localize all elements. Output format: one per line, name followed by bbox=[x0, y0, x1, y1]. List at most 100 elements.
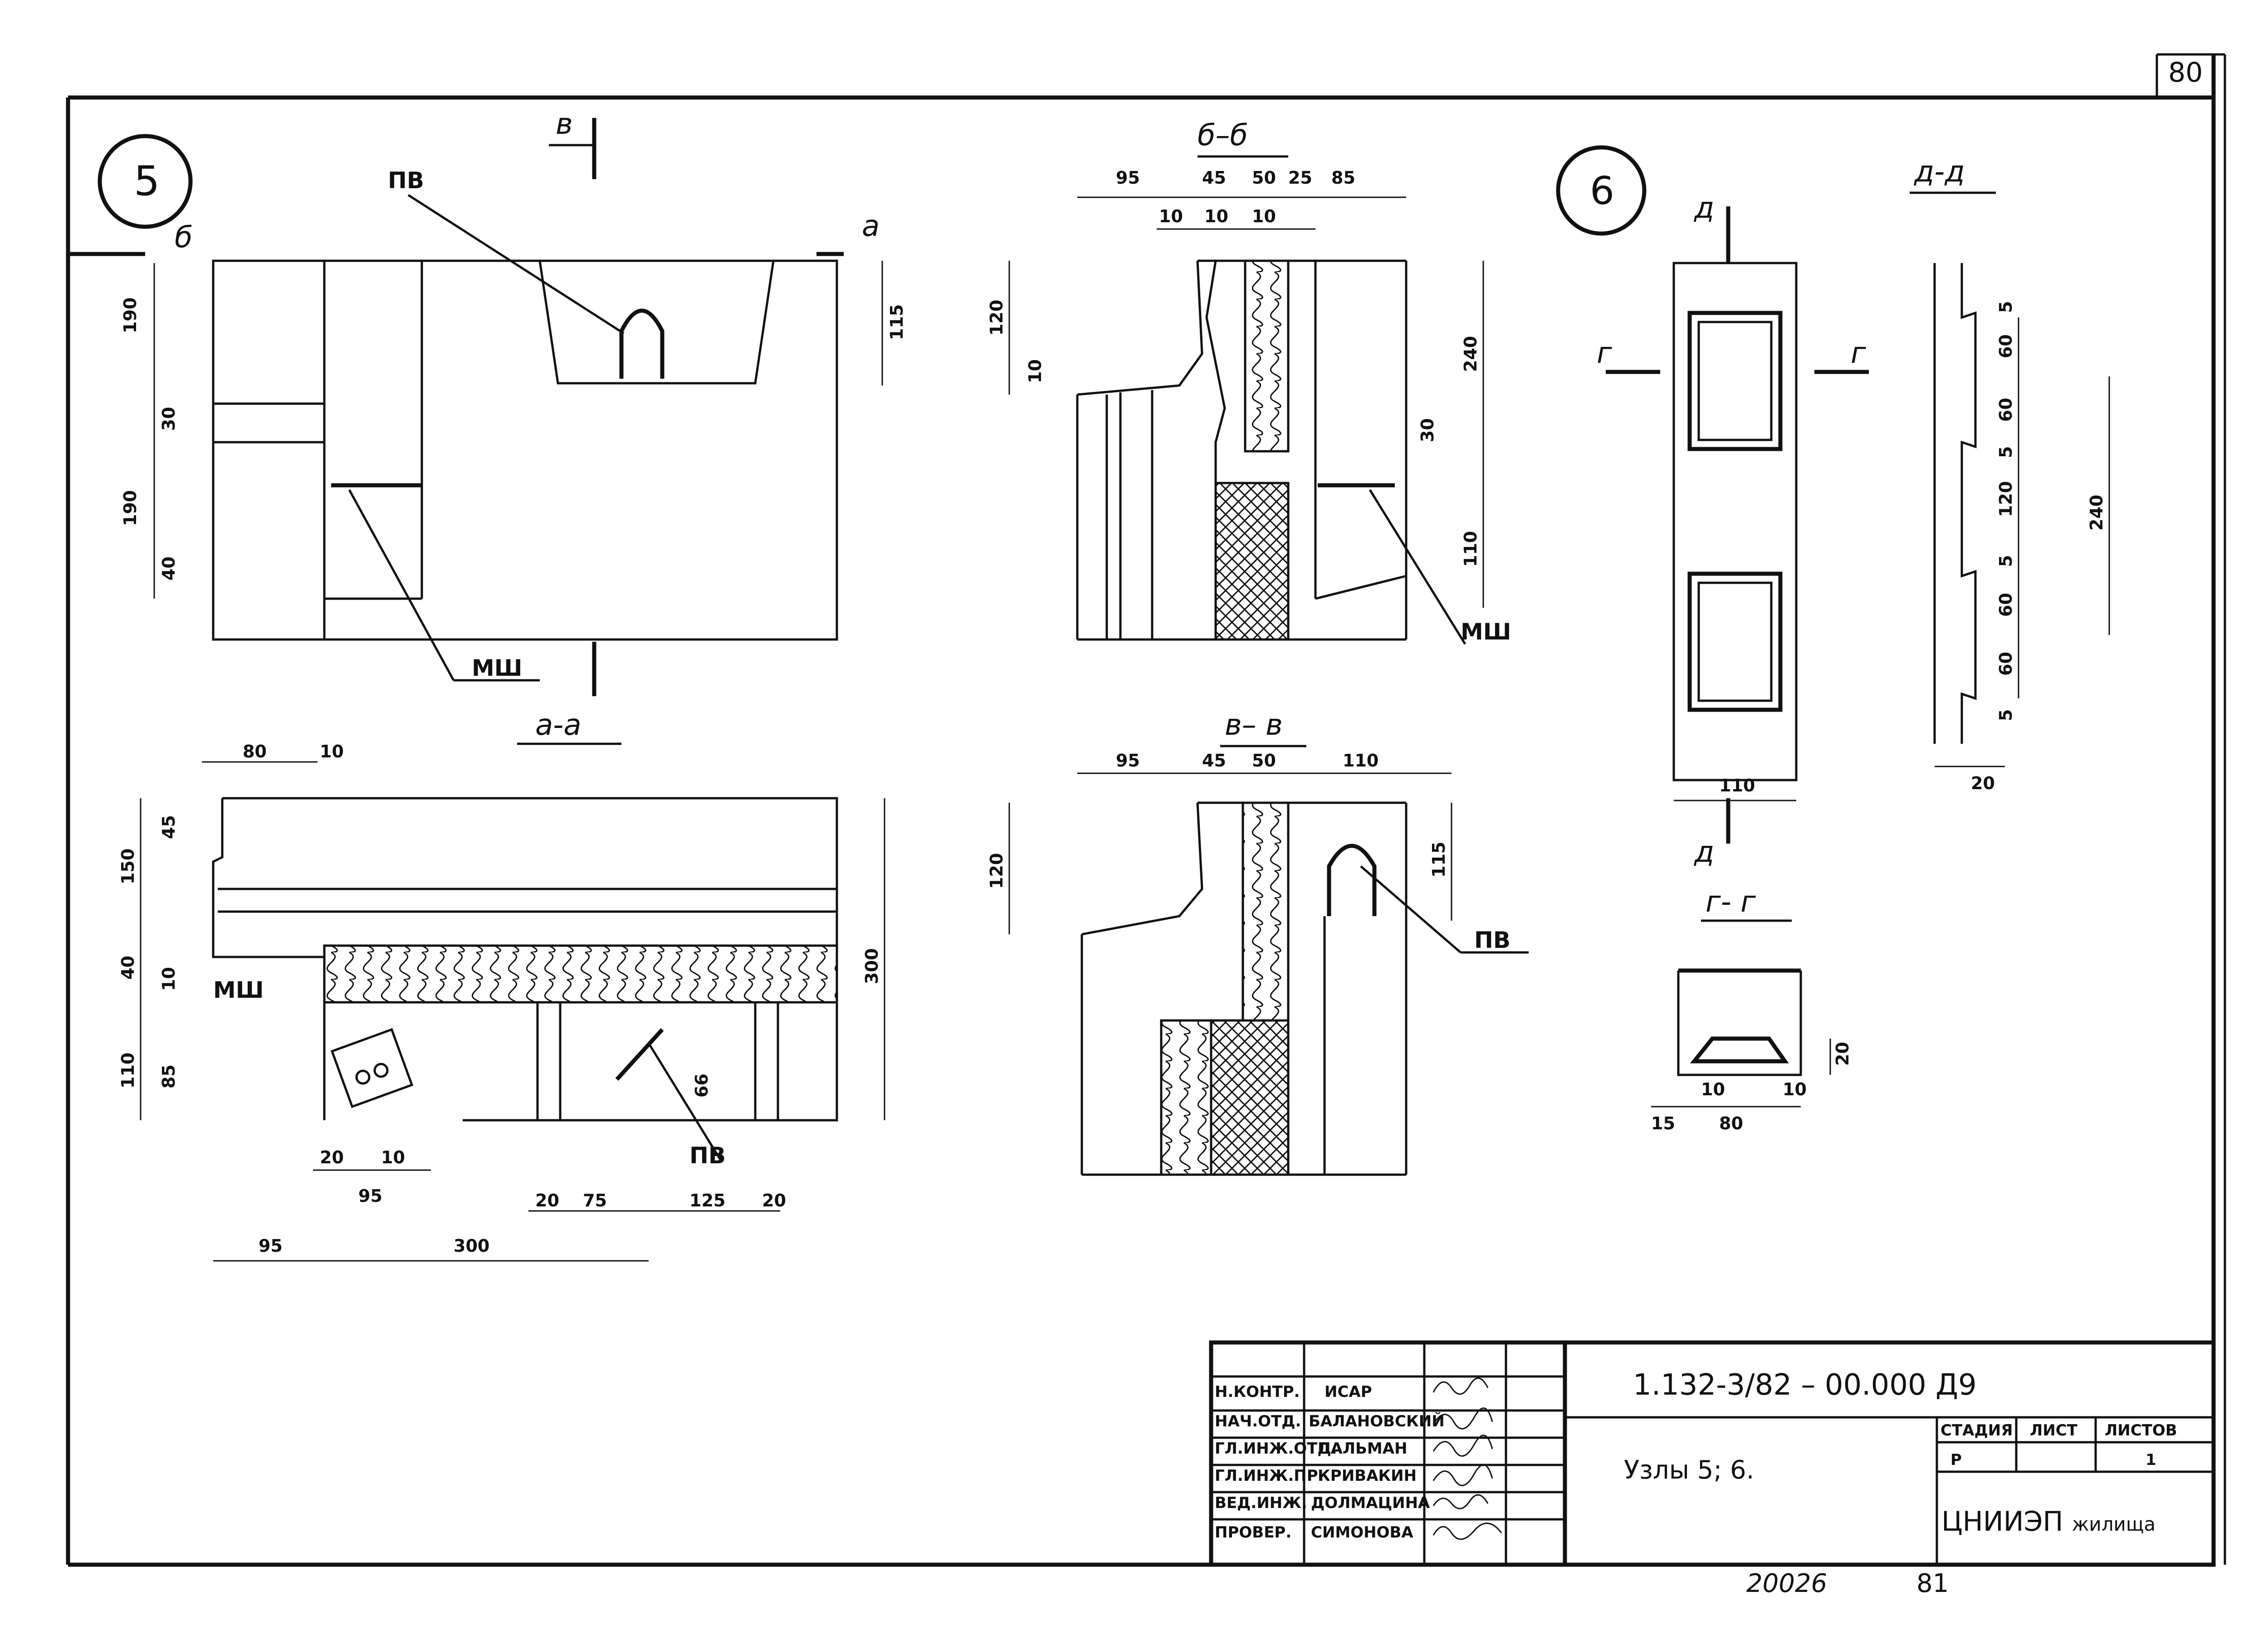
sheet-header: ЛИСТ bbox=[2030, 1421, 2078, 1440]
role-4: ГЛ.ИНЖ.ПР. bbox=[1215, 1467, 1324, 1485]
stage-header: СТАДИЯ bbox=[1941, 1421, 2013, 1440]
dim-b-120: 120 bbox=[987, 300, 1007, 336]
dim-b-10-3: 10 bbox=[1252, 206, 1276, 226]
section-d-d: д-д 5 60 60 5 120 5 60 60 5 240 20 bbox=[1910, 155, 2110, 793]
dim-n6-110: 110 bbox=[1719, 776, 1755, 796]
section-d-title: д-д bbox=[1914, 155, 1965, 189]
dim-b-85: 85 bbox=[1331, 168, 1355, 188]
dim-v-95: 95 bbox=[1116, 751, 1140, 771]
doc-code: 1.132-3/82 – 00.000 Д9 bbox=[1633, 1368, 1977, 1402]
dim-d-60-3: 60 bbox=[1996, 593, 2016, 617]
role-1: Н.КОНТР. bbox=[1215, 1383, 1300, 1401]
role-5: ВЕД.ИНЖ. bbox=[1215, 1494, 1307, 1512]
sheet-frame: 80 bbox=[66, 53, 2226, 1567]
dim-a-20-3: 20 bbox=[762, 1191, 786, 1210]
dim-a-95-1: 95 bbox=[358, 1186, 382, 1206]
dim-b-95: 95 bbox=[1116, 168, 1140, 188]
organization-name: ЦНИИЭП bbox=[1941, 1506, 2063, 1537]
dim-b-10-left: 10 bbox=[1025, 359, 1045, 383]
msh-label: МШ bbox=[472, 655, 523, 681]
dim-b-30: 30 bbox=[1418, 418, 1437, 442]
dim-a-10-2: 10 bbox=[381, 1147, 405, 1167]
cut-mark-a: а bbox=[862, 210, 880, 243]
section-a-msh-label: МШ bbox=[213, 977, 264, 1003]
name-6: СИМОНОВА bbox=[1311, 1523, 1413, 1542]
node-6-number: 6 bbox=[1590, 169, 1614, 214]
dim-a-80: 80 bbox=[243, 742, 267, 761]
dim-a-150: 150 bbox=[118, 849, 138, 884]
sheet-number: 80 bbox=[2168, 57, 2203, 88]
role-3: ГЛ.ИНЖ.ОТД. bbox=[1215, 1440, 1337, 1458]
organization: ЦНИИЭП жилища bbox=[1941, 1506, 2156, 1537]
section-a-pv-label: ПВ bbox=[689, 1142, 726, 1169]
cut-mark-g-right: г bbox=[1851, 337, 1866, 370]
node-6-elevation: 6 д д г г 110 bbox=[1556, 145, 1869, 869]
dim-g-15: 15 bbox=[1651, 1113, 1675, 1133]
dim-d-60-2: 60 bbox=[1996, 398, 2016, 422]
dim-a-300-bottom: 300 bbox=[454, 1236, 489, 1256]
dim-b-50: 50 bbox=[1252, 168, 1276, 188]
dim-a-95-2: 95 bbox=[259, 1236, 283, 1256]
pv-label: ПВ bbox=[388, 167, 424, 194]
title-block: Н.КОНТР. ИСАР НАЧ.ОТД. БАЛАНОВСКИЙ ГЛ.ИН… bbox=[1209, 1340, 2216, 1567]
dim-b-10-1: 10 bbox=[1159, 206, 1183, 226]
name-4: КРИВАКИН bbox=[1318, 1467, 1417, 1485]
footer-page: 81 bbox=[1916, 1569, 1949, 1598]
dim-b-10-2: 10 bbox=[1204, 206, 1228, 226]
dim-d-5-4: 5 bbox=[1996, 709, 2016, 721]
section-g-title: г- г bbox=[1706, 885, 1756, 919]
signature-table: Н.КОНТР. ИСАР НАЧ.ОТД. БАЛАНОВСКИЙ ГЛ.ИН… bbox=[1215, 1377, 1502, 1542]
dim-a-40: 40 bbox=[118, 956, 138, 980]
dim-b-110: 110 bbox=[1461, 531, 1481, 567]
dim-b-240: 240 bbox=[1461, 336, 1481, 372]
name-3: ПАЛЬМАН bbox=[1318, 1440, 1408, 1458]
section-g-g: г- г 20 10 10 15 80 bbox=[1651, 885, 1853, 1133]
dim-v-50: 50 bbox=[1252, 751, 1276, 771]
dim-d-20: 20 bbox=[1971, 773, 1995, 793]
dim-v-120: 120 bbox=[987, 853, 1007, 889]
sheets-value: 1 bbox=[2146, 1451, 2156, 1469]
section-b-title: б–б bbox=[1198, 119, 1248, 152]
cut-mark-d-bottom: д bbox=[1694, 835, 1714, 869]
dim-a-66: 66 bbox=[692, 1074, 712, 1098]
cut-mark-g-left: г bbox=[1597, 337, 1612, 370]
dim-b-45: 45 bbox=[1202, 168, 1226, 188]
node-5-number: 5 bbox=[134, 157, 160, 205]
dim-190-bottom: 190 bbox=[120, 490, 140, 526]
role-6: ПРОВЕР. bbox=[1215, 1523, 1291, 1542]
dim-a-45: 45 bbox=[159, 815, 179, 839]
dim-30: 30 bbox=[159, 407, 179, 431]
dim-d-120: 120 bbox=[1996, 481, 2016, 517]
section-b-b: б–б МШ 95 45 50 25 85 10 10 10 120 10 24… bbox=[987, 119, 1511, 645]
node-5-elevation: 5 ПВ МШ а б в 190 30 190 40 115 bbox=[68, 107, 907, 696]
section-a-a: а-а МШ ПВ 80 10 45 150 10 40 85 110 300 … bbox=[118, 708, 885, 1262]
name-5: ДОЛМАЦИНА bbox=[1311, 1494, 1430, 1512]
section-a-title: а-а bbox=[535, 708, 582, 742]
name-1: ИСАР bbox=[1325, 1383, 1372, 1401]
dim-g-20: 20 bbox=[1833, 1042, 1853, 1066]
dim-a-75: 75 bbox=[583, 1191, 607, 1210]
signatures bbox=[1432, 1377, 1502, 1540]
cut-mark-v: в bbox=[556, 107, 573, 141]
dim-d-60-4: 60 bbox=[1996, 652, 2016, 676]
dim-g-10-1: 10 bbox=[1701, 1079, 1725, 1099]
dim-d-5-1: 5 bbox=[1996, 301, 2016, 313]
stage-value: Р bbox=[1950, 1451, 1962, 1469]
organization-suffix: жилища bbox=[2072, 1513, 2156, 1535]
drawing-title: Узлы 5; 6. bbox=[1624, 1455, 1754, 1485]
dim-40: 40 bbox=[159, 556, 179, 581]
cut-mark-d-top: д bbox=[1694, 191, 1714, 225]
dim-a-85: 85 bbox=[159, 1064, 179, 1088]
section-v-pv-label: ПВ bbox=[1474, 927, 1510, 953]
dim-v-45: 45 bbox=[1202, 751, 1226, 771]
name-2: БАЛАНОВСКИЙ bbox=[1309, 1412, 1445, 1430]
dim-v-115: 115 bbox=[1429, 842, 1449, 878]
section-v-title: в– в bbox=[1225, 708, 1283, 742]
sheets-header: ЛИСТОВ bbox=[2105, 1421, 2177, 1440]
dim-a-125: 125 bbox=[689, 1191, 725, 1210]
cut-mark-b: б bbox=[175, 221, 192, 254]
section-b-msh-label: МШ bbox=[1461, 619, 1511, 645]
dim-g-80: 80 bbox=[1719, 1113, 1743, 1133]
dim-d-240: 240 bbox=[2087, 495, 2107, 531]
